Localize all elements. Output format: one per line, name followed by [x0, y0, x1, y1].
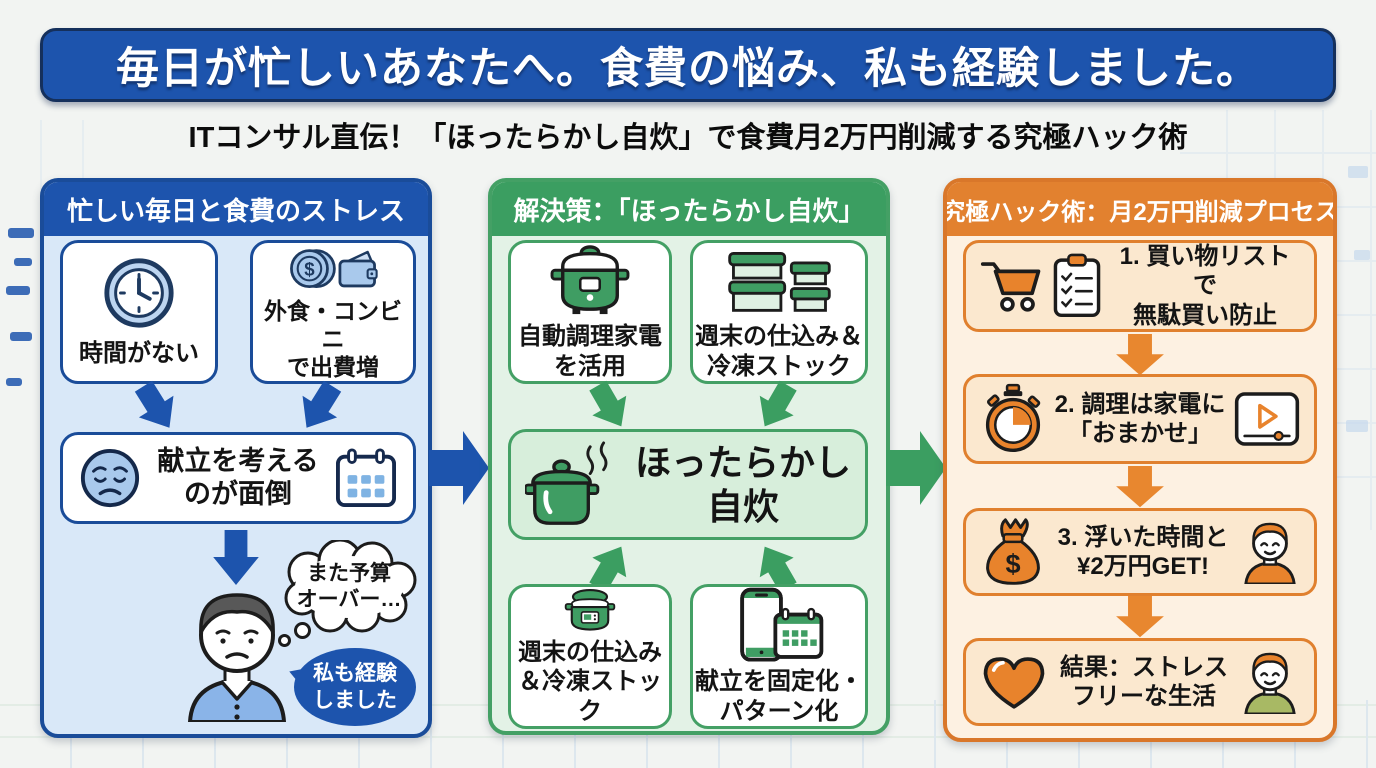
clock-icon [104, 258, 174, 328]
deco-dash [6, 286, 30, 295]
checklist-icon [1053, 253, 1101, 318]
step3-label: 3. 浮いた時間と ¥2万円GET! [1057, 523, 1229, 580]
video-player-icon [1234, 392, 1300, 446]
problem-panel-title: 忙しい毎日と食費のストレス [44, 182, 428, 236]
process-panel-title: 究極ハック術：月2万円削減プロセス [947, 182, 1333, 236]
thought-dot [294, 622, 311, 639]
arrow-up-left-icon [744, 531, 807, 598]
menu-hassle-box: 献立を考える のが面倒 [60, 432, 416, 524]
deco-square [1354, 250, 1370, 260]
arrow-down-icon [210, 530, 262, 591]
no-time-label: 時間がない [79, 340, 199, 368]
happy-person-green-icon [1244, 652, 1296, 714]
stock-bottom-label: 週末の仕込み ＆冷凍ストック [518, 639, 662, 725]
eatout-box: $ 外食・コンビニ で出費増 [250, 240, 416, 384]
step4-label: 結果：ストレス フリーな生活 [1060, 653, 1228, 710]
stopwatch-icon [985, 383, 1041, 452]
step4-box: 結果：ストレス フリーな生活 [963, 638, 1317, 726]
menu-fix-label: 献立を固定化・ パターン化 [695, 668, 863, 725]
step2-box: 2. 調理は家電に 「おまかせ」 [963, 374, 1317, 464]
menu-fix-box: 献立を固定化・ パターン化 [690, 584, 868, 729]
arrow-down-right-icon [580, 375, 643, 442]
svg-text:$: $ [304, 259, 315, 280]
problem-panel: 忙しい毎日と食費のストレス 時間がない $ 外食・コンビニ [40, 178, 432, 738]
arrow-down-left-icon [744, 375, 807, 442]
arrow-down-left-icon [285, 375, 351, 445]
step1-box: 1. 買い物リストで 無駄買い防止 [963, 240, 1317, 332]
speech-bubble: 私も経験 しました [272, 648, 416, 726]
arrow-down-icon [1115, 596, 1165, 643]
solution-panel-title: 解決策：「ほったらかし自炊」 [492, 182, 886, 236]
stock-top-box: 週末の仕込み＆ 冷凍ストック [690, 240, 868, 384]
center-solution-label: ほったらかし 自炊 [634, 442, 851, 527]
stock-bottom-box: 週末の仕込み ＆冷凍ストック [508, 584, 672, 729]
deco-square [1348, 166, 1368, 178]
step1-label: 1. 買い物リストで 無駄買い防止 [1119, 243, 1291, 329]
problem-to-solution-arrow [429, 424, 491, 517]
cart-icon [980, 262, 1041, 312]
thought-bubble-text: また予算 オーバー… [296, 561, 402, 611]
solution-panel: 解決策：「ほったらかし自炊」 自動調理家電 を活用 [488, 178, 890, 735]
happy-person-orange-icon [1244, 522, 1296, 584]
arrow-down-icon [1115, 466, 1165, 513]
step3-box: $ 3. 浮いた時間と ¥2万円GET! [963, 508, 1317, 596]
appliance-box: 自動調理家電 を活用 [508, 240, 672, 384]
deco-dash [8, 228, 34, 238]
arrow-down-icon [1115, 334, 1165, 381]
calendar-icon [335, 448, 396, 508]
thought-bubble: また予算 オーバー… [274, 538, 424, 634]
deco-dash [14, 258, 32, 266]
subtitle: ITコンサル直伝！「ほったらかし自炊」で食費月2万円削減する究極ハック術 [188, 122, 1188, 154]
pressure-cooker-icon [564, 588, 616, 631]
deco-dash [10, 332, 32, 341]
process-panel: 究極ハック術：月2万円削減プロセス 1. 買い物リストで 無駄買い防止 [943, 178, 1337, 742]
solution-to-process-arrow [886, 424, 948, 517]
appliance-label: 自動調理家電 を活用 [518, 323, 662, 380]
deco-dash [6, 378, 22, 386]
money-bag-icon: $ [986, 518, 1040, 585]
center-solution-box: ほったらかし 自炊 [508, 429, 868, 540]
svg-text:$: $ [1005, 548, 1020, 579]
worried-person-icon [172, 580, 302, 727]
sad-face-icon [80, 448, 140, 508]
heart-icon [983, 657, 1045, 709]
title-banner: 毎日が忙しいあなたへ。食費の悩み、私も経験しました。 [40, 28, 1336, 102]
arrow-up-right-icon [580, 531, 643, 598]
menu-hassle-label: 献立を考える のが面倒 [157, 446, 319, 509]
phone-calendar-icon [740, 587, 824, 662]
step2-label: 2. 調理は家電に 「おまかせ」 [1054, 390, 1226, 447]
rice-cooker-icon [550, 245, 630, 315]
deco-square [1346, 420, 1368, 432]
main-title: 毎日が忙しいあなたへ。食費の悩み、私も経験しました。 [116, 45, 1260, 93]
coins-wallet-icon: $ [290, 249, 378, 289]
eatout-label: 外食・コンビニ で出費増 [264, 297, 402, 380]
no-time-box: 時間がない [60, 240, 218, 384]
containers-icon [728, 252, 831, 313]
arrow-down-right-icon [125, 375, 191, 445]
stock-top-label: 週末の仕込み＆ 冷凍ストック [695, 323, 863, 380]
thought-dot [278, 634, 291, 647]
pot-icon [524, 440, 608, 525]
